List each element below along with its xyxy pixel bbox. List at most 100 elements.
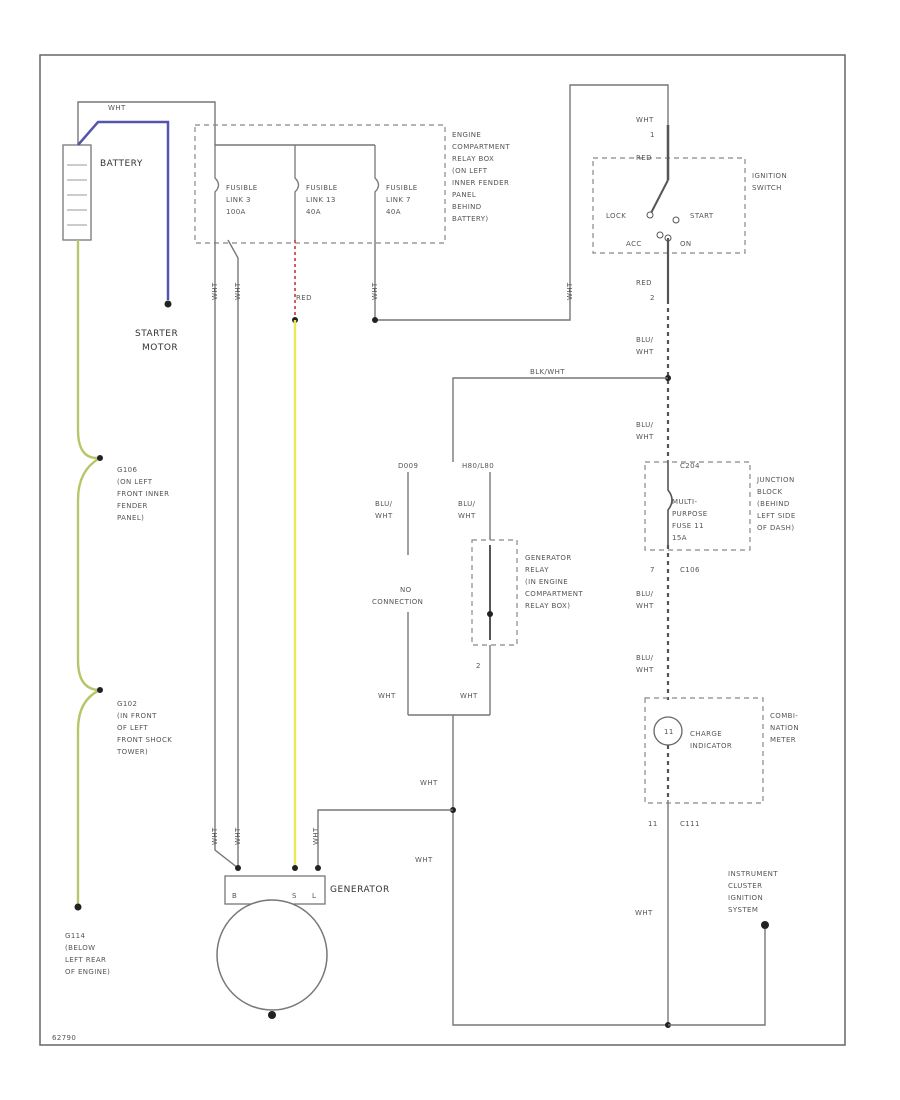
ign-pin-1: 1 xyxy=(650,131,655,139)
svg-text:OF LEFT: OF LEFT xyxy=(117,724,148,732)
ign-on-label: ON xyxy=(680,240,692,248)
fl3-wire-b xyxy=(227,239,239,868)
blk-wht-4a: BLU/ xyxy=(636,654,654,662)
footer-code: 62790 xyxy=(52,1034,76,1042)
battery-symbol xyxy=(62,144,92,241)
nc-blk: BLU/ xyxy=(375,500,393,508)
svg-text:(ON LEFT: (ON LEFT xyxy=(452,167,488,175)
svg-text:IGNITION: IGNITION xyxy=(728,894,763,902)
svg-text:G102: G102 xyxy=(117,700,137,708)
svg-text:COMBI-: COMBI- xyxy=(770,712,798,720)
generator-s-terminal xyxy=(292,865,298,871)
svg-text:CLUSTER: CLUSTER xyxy=(728,882,762,890)
diagram-frame xyxy=(39,54,846,1046)
svg-text:LINK 7: LINK 7 xyxy=(386,196,411,204)
battery-positive-cable xyxy=(77,120,170,300)
l-terminal-return xyxy=(452,715,668,1026)
meter-pin-11: 11 xyxy=(648,820,658,828)
relay-pin-left: D009 xyxy=(398,462,418,470)
ign-acc-label: ACC xyxy=(626,240,642,248)
gen-pin-l: L xyxy=(312,892,316,900)
svg-text:METER: METER xyxy=(770,736,796,744)
generator-b-terminal xyxy=(235,865,241,871)
meter-wht: WHT xyxy=(635,909,653,917)
svg-text:PANEL: PANEL xyxy=(452,191,476,199)
battery-wht-label: WHT xyxy=(108,104,126,112)
svg-text:WHT: WHT xyxy=(312,827,320,845)
svg-text:OF ENGINE): OF ENGINE) xyxy=(65,968,110,976)
junction-block-outline xyxy=(644,461,751,551)
ign-in-wht: WHT xyxy=(636,116,654,124)
blk-wht-4b: WHT xyxy=(636,666,654,674)
svg-text:PURPOSE: PURPOSE xyxy=(672,510,708,518)
nc-wht: WHT xyxy=(375,512,393,520)
svg-text:NATION: NATION xyxy=(770,724,799,732)
svg-text:SWITCH: SWITCH xyxy=(752,184,782,192)
svg-text:BATTERY): BATTERY) xyxy=(452,215,489,223)
svg-text:FUSIBLE: FUSIBLE xyxy=(226,184,258,192)
svg-text:(IN FRONT: (IN FRONT xyxy=(117,712,157,720)
fusible-link-3: FUSIBLE LINK 3 100A xyxy=(226,184,258,216)
relay-feed-label: BLK/WHT xyxy=(530,368,565,376)
svg-text:LINK 13: LINK 13 xyxy=(306,196,336,204)
svg-text:IGNITION: IGNITION xyxy=(752,172,787,180)
l-wht-1: WHT xyxy=(420,779,438,787)
nc-out-wht: WHT xyxy=(378,692,396,700)
starter-terminal xyxy=(164,300,172,308)
blk-wht-3a: BLU/ xyxy=(636,590,654,598)
svg-text:(BEHIND: (BEHIND xyxy=(757,500,790,508)
charge-indicator-symbol: 11 xyxy=(664,728,674,736)
g102-label: G102 (IN FRONT OF LEFT FRONT SHOCK TOWER… xyxy=(116,700,172,756)
svg-text:(ON LEFT: (ON LEFT xyxy=(117,478,153,486)
relay-bus-bar xyxy=(214,140,375,146)
svg-text:JUNCTION: JUNCTION xyxy=(756,476,795,484)
svg-text:LEFT SIDE: LEFT SIDE xyxy=(757,512,796,520)
battery-ground-wire xyxy=(76,240,101,905)
svg-text:PANEL): PANEL) xyxy=(117,514,144,522)
svg-text:15A: 15A xyxy=(672,534,687,542)
ign-pin-2: 2 xyxy=(650,294,655,302)
svg-text:FUSIBLE: FUSIBLE xyxy=(306,184,338,192)
l-wht-2: WHT xyxy=(415,856,433,864)
g114-label: G114 (BELOW LEFT REAR OF ENGINE) xyxy=(65,932,110,976)
fl13-red-label: RED xyxy=(296,294,312,302)
svg-text:WHT: WHT xyxy=(211,827,219,845)
fl7-ignition-feed xyxy=(374,84,669,321)
ignition-switch-label: IGNITION SWITCH xyxy=(752,172,787,192)
jb-pin-7: 7 xyxy=(650,566,655,574)
relay-pin-2: 2 xyxy=(476,662,481,670)
combination-meter-outline xyxy=(644,697,764,804)
gen-pin-s: S xyxy=(292,892,297,900)
svg-text:CONNECTION: CONNECTION xyxy=(372,598,423,606)
svg-text:OF DASH): OF DASH) xyxy=(757,524,794,532)
svg-text:(BELOW: (BELOW xyxy=(65,944,95,952)
blk-wht-3b: WHT xyxy=(636,602,654,610)
svg-text:40A: 40A xyxy=(386,208,401,216)
starter-label-2: MOTOR xyxy=(142,343,178,353)
svg-text:LEFT REAR: LEFT REAR xyxy=(65,956,106,964)
c106-label: C106 xyxy=(680,566,700,574)
generator-symbol xyxy=(216,899,328,1011)
relay-box-outline xyxy=(194,124,446,244)
svg-text:INNER FENDER: INNER FENDER xyxy=(452,179,509,187)
instrument-cluster-terminal xyxy=(761,921,769,929)
fusible-link-13: FUSIBLE LINK 13 40A xyxy=(306,184,338,216)
g106-label: G106 (ON LEFT FRONT INNER FENDER PANEL) xyxy=(117,466,169,522)
svg-text:TOWER): TOWER) xyxy=(116,748,148,756)
g106-point xyxy=(97,455,103,461)
blk-wht-1b: WHT xyxy=(636,348,654,356)
generator-relay-label: GENERATOR RELAY (IN ENGINE COMPARTMENT R… xyxy=(525,554,583,610)
fl-wire-labels: WHT WHT WHT WHT WHT WHT WHT xyxy=(211,282,574,845)
instrument-feed-wire xyxy=(668,925,766,1026)
blk-wht-2b: WHT xyxy=(636,433,654,441)
svg-text:(IN ENGINE: (IN ENGINE xyxy=(525,578,568,586)
svg-text:BLOCK: BLOCK xyxy=(757,488,782,496)
battery-wht-wire xyxy=(77,101,216,145)
svg-text:MULTI-: MULTI- xyxy=(672,498,697,506)
svg-text:40A: 40A xyxy=(306,208,321,216)
rl-wht: WHT xyxy=(458,512,476,520)
instrument-cluster-label: INSTRUMENT CLUSTER IGNITION SYSTEM xyxy=(728,870,778,914)
ign-contact-acc xyxy=(656,231,664,239)
svg-text:G114: G114 xyxy=(65,932,86,940)
